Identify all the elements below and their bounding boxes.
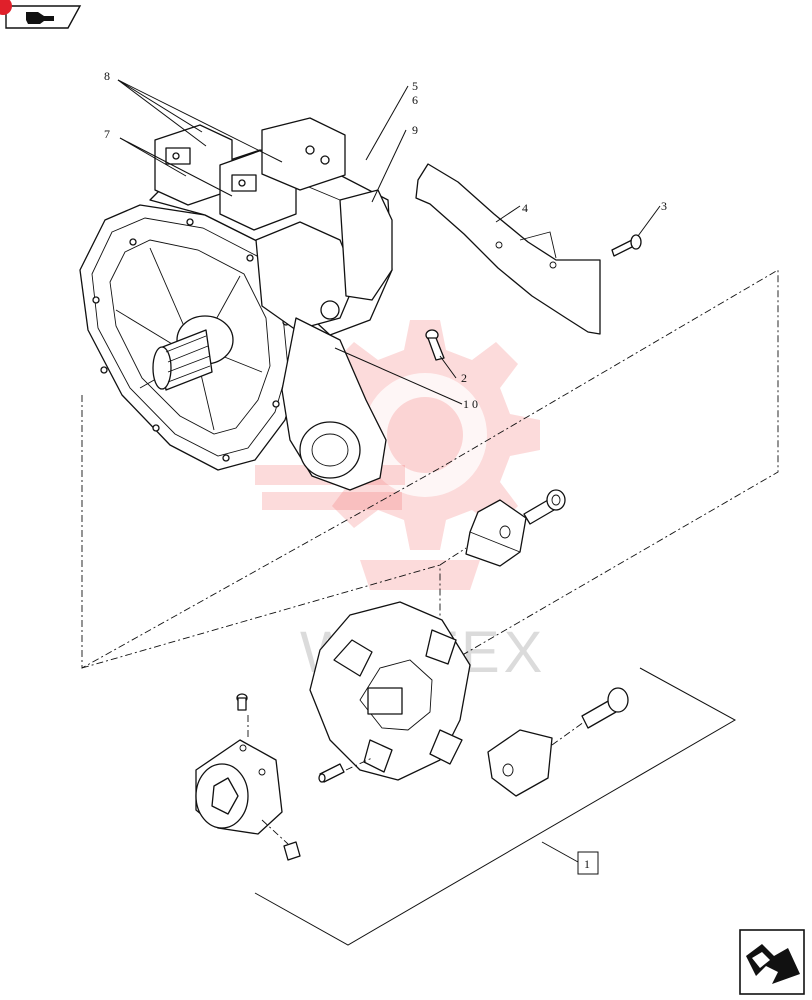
callout-3: 3 [661, 199, 667, 213]
coupling-hub [195, 739, 283, 835]
callout-8: 8 [104, 69, 110, 83]
callout-2: 2 [461, 371, 467, 385]
hand-pointer-icon [26, 12, 54, 24]
key [283, 841, 301, 861]
dowel-pin [318, 763, 345, 783]
set-screw [236, 693, 248, 711]
next-page-button[interactable] [739, 929, 805, 995]
next-page-arrow-icon [746, 944, 800, 984]
callout-9: 9 [412, 123, 418, 137]
leader-lines [117, 79, 661, 405]
shield-plate [415, 163, 601, 335]
rubber-insert-lower [487, 729, 553, 797]
header-nav-tab[interactable] [5, 5, 82, 29]
callout-7: 7 [104, 127, 110, 141]
bolt-3 [611, 234, 642, 257]
callout-1: 1 [584, 857, 590, 871]
socket-screw-upper [523, 489, 566, 525]
rubber-insert-upper [465, 499, 527, 567]
callout-6: 6 [412, 93, 418, 107]
callout-5: 5 [412, 79, 418, 93]
watermark-gear-logo [255, 320, 540, 590]
callout-1-box: 1 [577, 851, 599, 875]
hydraulic-pump-assembly [79, 117, 393, 491]
callout-4: 4 [522, 201, 528, 215]
socket-screw-lower [581, 687, 629, 729]
flexible-coupling-element [309, 601, 471, 781]
bolt-2 [425, 329, 445, 361]
callout-10: 10 [463, 397, 481, 411]
red-badge-icon [0, 0, 12, 15]
group-bracket [254, 667, 737, 946]
